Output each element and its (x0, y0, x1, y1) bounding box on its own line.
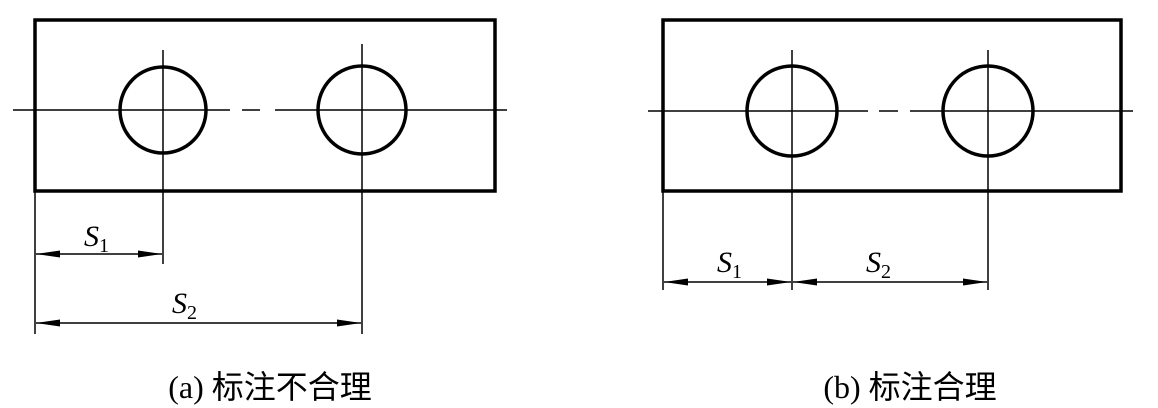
caption-a: (a) 标注不合理 (168, 369, 372, 405)
plate-outline (33, 18, 497, 193)
dim-label-s1: S1 (717, 246, 742, 283)
plate-outline (661, 18, 1123, 193)
dim-label-s2: S2 (866, 246, 891, 283)
figure-b: S1 S2 (648, 18, 1133, 290)
figure-a: S1 S2 (13, 18, 507, 334)
dim-label-s1: S1 (84, 220, 109, 257)
caption-b: (b) 标注合理 (823, 369, 997, 405)
dim-label-s2: S2 (172, 287, 197, 324)
